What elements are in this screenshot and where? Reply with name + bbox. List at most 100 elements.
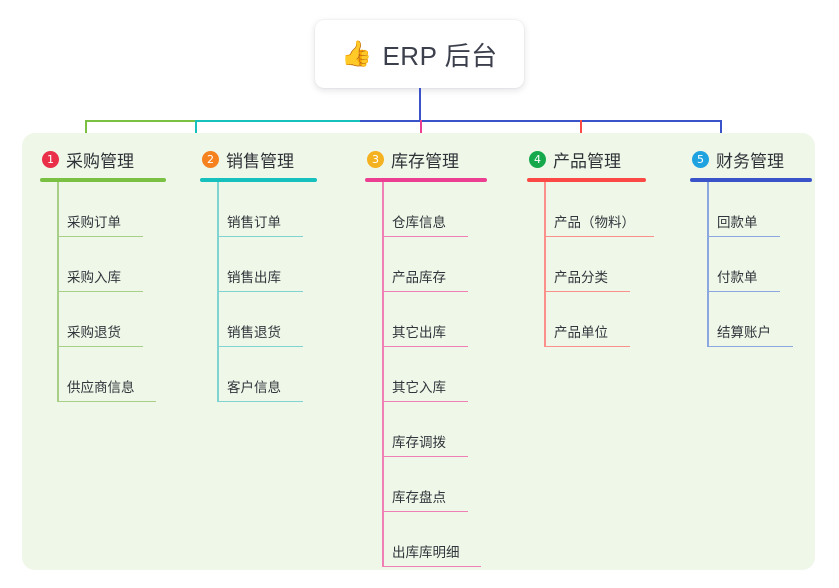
module-column-purchasing: 1 采购管理 采购订单 采购入库 采购退货 供应商信 <box>40 146 185 402</box>
column-badge: 3 <box>367 150 384 168</box>
column-badge: 4 <box>529 150 546 168</box>
leaf-label: 库存盘点 <box>392 489 446 505</box>
leaf-item[interactable]: 其它入库 <box>383 347 515 402</box>
leaf-item[interactable]: 产品单位 <box>545 292 677 347</box>
leaf-item[interactable]: 出库库明细 <box>383 512 515 567</box>
leaf-rule <box>708 235 780 237</box>
leaf-item[interactable]: 供应商信息 <box>58 347 185 402</box>
leaf-item[interactable]: 产品分类 <box>545 237 677 292</box>
column-rule <box>200 178 317 182</box>
module-column-finance: 5 财务管理 回款单 付款单 结算账户 <box>690 146 839 347</box>
leaf-item[interactable]: 产品库存 <box>383 237 515 292</box>
leaf-label: 其它出库 <box>392 324 446 340</box>
bus-segment-teal <box>195 120 361 122</box>
leaf-item[interactable]: 采购入库 <box>58 237 185 292</box>
leaf-item[interactable]: 库存盘点 <box>383 457 515 512</box>
module-column-inventory: 3 库存管理 仓库信息 产品库存 其它出库 其它入库 <box>365 146 515 567</box>
leaf-spine <box>217 182 219 402</box>
leaf-list: 采购订单 采购入库 采购退货 供应商信息 <box>40 182 185 402</box>
leaf-label: 库存调拨 <box>392 434 446 450</box>
bus-segment-green <box>85 120 196 122</box>
leaf-label: 产品分类 <box>554 269 608 285</box>
leaf-item[interactable]: 仓库信息 <box>383 182 515 237</box>
column-title: 采购管理 <box>66 151 134 171</box>
leaf-label: 销售出库 <box>227 269 281 285</box>
leaf-label: 采购入库 <box>67 269 121 285</box>
column-badge: 2 <box>202 150 219 168</box>
leaf-rule <box>58 345 143 347</box>
leaf-rule <box>383 455 468 457</box>
leaf-rule <box>58 290 143 292</box>
leaf-list: 销售订单 销售出库 销售退货 客户信息 <box>200 182 345 402</box>
leaf-rule <box>218 400 303 402</box>
column-header[interactable]: 2 销售管理 <box>200 146 345 172</box>
leaf-label: 销售退货 <box>227 324 281 340</box>
leaf-item[interactable]: 结算账户 <box>708 292 839 347</box>
leaf-rule <box>545 345 630 347</box>
leaf-label: 销售订单 <box>227 214 281 230</box>
leaf-rule <box>58 400 156 402</box>
leaf-label: 采购订单 <box>67 214 121 230</box>
root-stem-connector <box>419 88 421 121</box>
leaf-label: 客户信息 <box>227 379 281 395</box>
leaf-item[interactable]: 付款单 <box>708 237 839 292</box>
leaf-item[interactable]: 采购退货 <box>58 292 185 347</box>
leaf-rule <box>545 235 654 237</box>
leaf-label: 供应商信息 <box>67 379 135 395</box>
leaf-label: 出库库明细 <box>392 544 460 560</box>
module-column-sales: 2 销售管理 销售订单 销售出库 销售退货 客户信息 <box>200 146 345 402</box>
column-title: 库存管理 <box>391 151 459 171</box>
column-badge: 5 <box>692 150 709 168</box>
leaf-rule <box>383 510 468 512</box>
leaf-rule <box>383 565 481 567</box>
leaf-rule <box>383 345 468 347</box>
leaf-label: 产品库存 <box>392 269 446 285</box>
leaf-label: 采购退货 <box>67 324 121 340</box>
leaf-rule <box>218 290 303 292</box>
leaf-item[interactable]: 销售出库 <box>218 237 345 292</box>
column-title: 产品管理 <box>553 151 621 171</box>
leaf-spine <box>544 182 546 347</box>
leaf-label: 其它入库 <box>392 379 446 395</box>
leaf-label: 付款单 <box>717 269 758 285</box>
leaf-rule <box>218 235 303 237</box>
column-rule <box>527 178 646 182</box>
leaf-item[interactable]: 销售订单 <box>218 182 345 237</box>
leaf-rule <box>383 400 468 402</box>
leaf-spine <box>57 182 59 402</box>
leaf-list: 回款单 付款单 结算账户 <box>690 182 839 347</box>
column-badge: 1 <box>42 150 59 168</box>
leaf-item[interactable]: 产品（物料） <box>545 182 677 237</box>
column-title: 财务管理 <box>716 151 784 171</box>
root-node[interactable]: 👍 ERP 后台 <box>315 20 524 88</box>
column-header[interactable]: 3 库存管理 <box>365 146 515 172</box>
column-header[interactable]: 4 产品管理 <box>527 146 677 172</box>
leaf-item[interactable]: 客户信息 <box>218 347 345 402</box>
leaf-spine <box>382 182 384 567</box>
leaf-rule <box>383 235 468 237</box>
leaf-item[interactable]: 采购订单 <box>58 182 185 237</box>
leaf-label: 产品（物料） <box>554 214 635 230</box>
root-title: ERP 后台 <box>382 40 498 71</box>
leaf-list: 产品（物料） 产品分类 产品单位 <box>527 182 677 347</box>
leaf-spine <box>707 182 709 347</box>
leaf-item[interactable]: 回款单 <box>708 182 839 237</box>
leaf-rule <box>708 290 780 292</box>
leaf-label: 结算账户 <box>717 324 771 340</box>
column-header[interactable]: 5 财务管理 <box>690 146 839 172</box>
leaf-label: 产品单位 <box>554 324 608 340</box>
column-rule <box>365 178 487 182</box>
column-header[interactable]: 1 采购管理 <box>40 146 185 172</box>
bus-segment-blue <box>360 120 721 122</box>
leaf-rule <box>708 345 793 347</box>
module-column-products: 4 产品管理 产品（物料） 产品分类 产品单位 <box>527 146 677 347</box>
modules-panel: 1 采购管理 采购订单 采购入库 采购退货 供应商信 <box>22 133 815 570</box>
leaf-item[interactable]: 库存调拨 <box>383 402 515 457</box>
leaf-rule <box>218 345 303 347</box>
thumbs-up-icon: 👍 <box>341 39 373 68</box>
leaf-item[interactable]: 其它出库 <box>383 292 515 347</box>
column-title: 销售管理 <box>226 151 294 171</box>
leaf-rule <box>383 290 468 292</box>
leaf-item[interactable]: 销售退货 <box>218 292 345 347</box>
